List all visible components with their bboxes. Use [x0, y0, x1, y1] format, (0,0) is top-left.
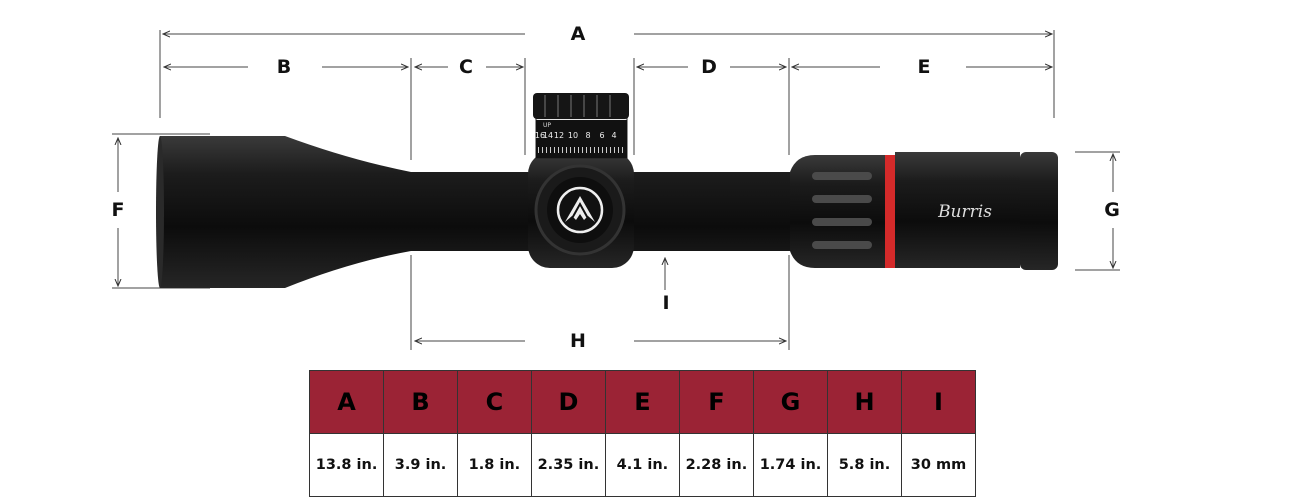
turret-scale-16: 16: [535, 131, 545, 140]
turret-scale-8: 8: [585, 131, 590, 140]
eyepiece-end: [1020, 152, 1058, 270]
header-cell: H: [827, 370, 902, 434]
turret-scale-4: 4: [611, 131, 616, 140]
elevation-turret-cap: [533, 93, 629, 119]
dimension-label-g: G: [1104, 199, 1120, 221]
header-cell: D: [530, 370, 606, 434]
dimensions-table: A B C D E F G H I 13.8 in. 3.9 in. 1.8 i…: [308, 370, 977, 497]
header-cell: B: [383, 370, 458, 434]
header-cell: C: [456, 370, 532, 434]
scope-diagram: UP 16 14 12 10 8 6 4 Burris A B C D E F …: [112, 23, 1120, 352]
header-cell: G: [752, 370, 829, 434]
dimension-label-f: F: [112, 199, 125, 221]
table-header-row: A B C D E F G H I: [308, 370, 977, 434]
dimension-label-i: I: [662, 292, 669, 314]
dimension-label-h: H: [570, 330, 586, 352]
value-cell: 2.35 in.: [530, 433, 606, 497]
accent-ring: [885, 155, 895, 268]
value-cell: 4.1 in.: [604, 433, 680, 497]
header-cell: E: [604, 370, 680, 434]
riflescope: UP 16 14 12 10 8 6 4 Burris: [156, 93, 1058, 288]
value-cell: 1.8 in.: [456, 433, 532, 497]
turret-scale-14: 14: [543, 131, 553, 140]
header-cell: A: [308, 370, 385, 434]
turret-scale-12: 12: [554, 131, 564, 140]
value-cell: 3.9 in.: [383, 433, 458, 497]
header-cell: I: [900, 370, 977, 434]
dimension-label-d: D: [701, 56, 717, 78]
value-cell: 30 mm: [900, 433, 977, 497]
eyepiece-body: [895, 152, 1020, 268]
brand-logo: Burris: [937, 202, 992, 222]
dimension-label-a: A: [571, 23, 586, 45]
turret-direction: UP: [543, 122, 551, 129]
value-cell: 2.28 in.: [678, 433, 754, 497]
value-cell: 1.74 in.: [752, 433, 829, 497]
turret-scale-10: 10: [568, 131, 578, 140]
turret-scale-6: 6: [599, 131, 604, 140]
value-cell: 13.8 in.: [308, 433, 385, 497]
power-ring: [790, 155, 885, 268]
header-cell: F: [678, 370, 754, 434]
dimension-label-c: C: [459, 56, 473, 78]
dimension-label-e: E: [918, 56, 931, 78]
value-cell: 5.8 in.: [827, 433, 902, 497]
dimension-label-b: B: [277, 56, 291, 78]
table-value-row: 13.8 in. 3.9 in. 1.8 in. 2.35 in. 4.1 in…: [308, 433, 977, 497]
